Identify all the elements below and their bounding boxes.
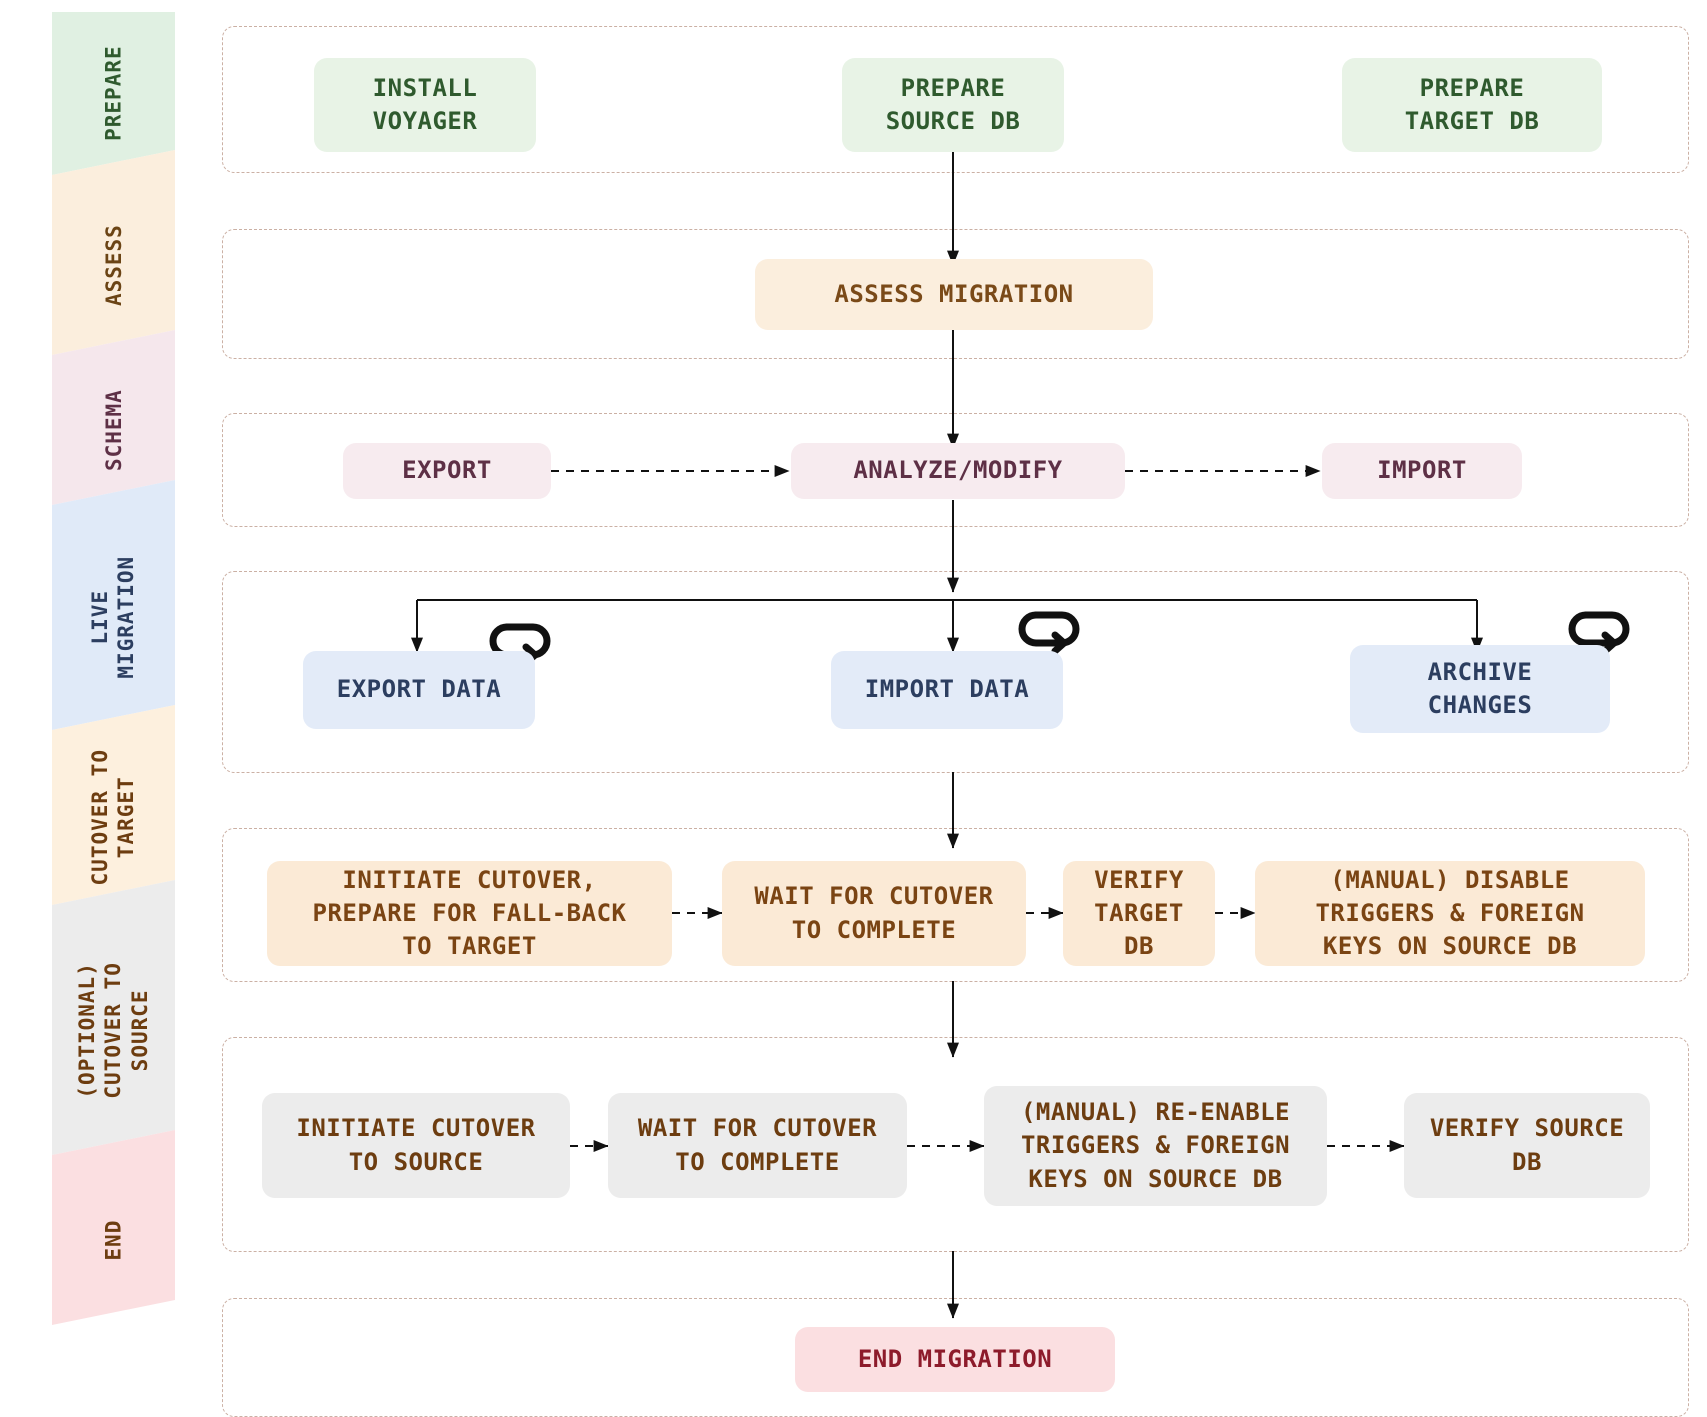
phase-label-optional: (OPTIONAL) CUTOVER TO SOURCE [52, 905, 175, 1155]
phase-band-cutover [52, 705, 175, 905]
node-assess-migration[interactable]: ASSESS MIGRATION [755, 259, 1153, 330]
phase-label-end-text: END [101, 1219, 126, 1261]
phase-label-cutover-text: CUTOVER TO TARGET [88, 749, 139, 886]
phase-ribbon: PREPARE ASSESS SCHEMA LIVE MIGRATION CUT… [0, 0, 175, 1405]
phase-label-live-text: LIVE MIGRATION [88, 556, 139, 679]
node-wait-for-cutover-source[interactable]: WAIT FOR CUTOVER TO COMPLETE [608, 1093, 907, 1198]
node-archive-changes[interactable]: ARCHIVE CHANGES [1350, 645, 1610, 733]
phase-label-cutover: CUTOVER TO TARGET [52, 730, 175, 905]
node-prepare-target-db[interactable]: PREPARE TARGET DB [1342, 58, 1602, 152]
lane-assess [222, 229, 1689, 359]
node-verify-target-db[interactable]: VERIFY TARGET DB [1063, 861, 1215, 966]
phase-label-assess-text: ASSESS [101, 224, 126, 306]
node-disable-triggers-source[interactable]: (MANUAL) DISABLE TRIGGERS & FOREIGN KEYS… [1255, 861, 1645, 966]
node-prepare-source-db[interactable]: PREPARE SOURCE DB [842, 58, 1064, 152]
node-import-data[interactable]: IMPORT DATA [831, 651, 1063, 729]
node-schema-import[interactable]: IMPORT [1322, 443, 1522, 499]
phase-label-prepare: PREPARE [52, 12, 175, 175]
node-verify-source-db[interactable]: VERIFY SOURCE DB [1404, 1093, 1650, 1198]
phase-label-optional-text: (OPTIONAL) CUTOVER TO SOURCE [75, 961, 152, 1099]
phase-ribbon-shapes [52, 12, 175, 1325]
lane-prepare [222, 26, 1689, 173]
phase-band-prepare [52, 12, 175, 175]
phase-label-prepare-text: PREPARE [101, 45, 126, 142]
node-wait-for-cutover-target[interactable]: WAIT FOR CUTOVER TO COMPLETE [722, 861, 1026, 966]
phase-label-schema: SCHEMA [52, 355, 175, 505]
phase-label-live: LIVE MIGRATION [52, 505, 175, 730]
phase-label-schema-text: SCHEMA [101, 389, 126, 471]
node-schema-analyze-modify[interactable]: ANALYZE/MODIFY [791, 443, 1125, 499]
lane-cutover [222, 828, 1689, 982]
node-reenable-triggers-source[interactable]: (MANUAL) RE-ENABLE TRIGGERS & FOREIGN KE… [984, 1086, 1327, 1206]
phase-band-live [52, 480, 175, 730]
phase-label-assess: ASSESS [52, 175, 175, 355]
node-initiate-cutover-source[interactable]: INITIATE CUTOVER TO SOURCE [262, 1093, 570, 1198]
repeat-loop-icon [1018, 611, 1080, 655]
lane-optional [222, 1037, 1689, 1252]
node-initiate-cutover-target[interactable]: INITIATE CUTOVER, PREPARE FOR FALL-BACK … [267, 861, 672, 966]
node-schema-export[interactable]: EXPORT [343, 443, 551, 499]
phase-band-optional [52, 880, 175, 1155]
phase-band-schema [52, 330, 175, 505]
node-export-data[interactable]: EXPORT DATA [303, 651, 535, 729]
lane-live [222, 571, 1689, 773]
node-install-voyager[interactable]: INSTALL VOYAGER [314, 58, 536, 152]
phase-band-end [52, 1130, 175, 1325]
node-end-migration[interactable]: END MIGRATION [795, 1327, 1115, 1392]
phase-label-end: END [52, 1155, 175, 1325]
phase-band-assess [52, 150, 175, 355]
lane-schema [222, 413, 1689, 527]
